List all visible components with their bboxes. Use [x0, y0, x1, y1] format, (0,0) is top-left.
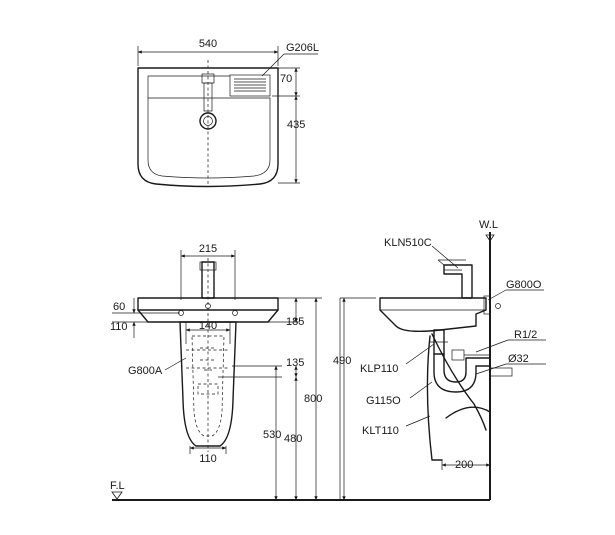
side-supply-valve: [451, 349, 465, 361]
leader-g800o: [487, 289, 507, 301]
leader-g800a: [164, 357, 187, 371]
dim-basin-depth-label: 490: [333, 355, 351, 367]
side-pedestal: [431, 333, 487, 431]
side-pedestal-back: [445, 406, 491, 419]
dim-tap-spacing-label: 215: [199, 243, 217, 255]
part-label-g206l: G206L: [286, 42, 319, 54]
leader-g206l: [261, 53, 285, 77]
tap-hole-center-icon: [205, 303, 211, 309]
top-view-bowl: [147, 97, 271, 179]
dim-800-label: 800: [304, 393, 322, 405]
dim-rim-height-label: 60: [113, 301, 125, 313]
part-label-klt110: KLT110: [362, 425, 399, 437]
leader-r12: [475, 339, 509, 353]
side-trap: [433, 353, 491, 393]
part-label-r12: R1/2: [514, 329, 537, 341]
leader-klp110: [405, 343, 435, 365]
dim-depth-label: 435: [287, 119, 305, 131]
wall-line-marker-icon: [485, 234, 495, 242]
floor: F.L: [110, 480, 490, 501]
wall-outlet-pipe: [489, 367, 513, 377]
side-view: W.L 490 200 KLN: [333, 219, 546, 501]
dim-185-label: 185: [286, 316, 304, 328]
dim-wall-offset-label: 200: [455, 459, 473, 471]
front-view: 215 60 110 140 110 G800A 185 135: [110, 243, 322, 501]
dim-mount-spacing-label: 140: [199, 320, 217, 332]
part-label-g115o: G115O: [366, 395, 401, 407]
dim-pedestal-width-label: 110: [199, 453, 217, 465]
top-view-outline: [137, 67, 279, 188]
part-label-o32: Ø32: [508, 353, 529, 365]
wall-bolt-icon: [495, 303, 501, 309]
part-label-g800a: G800A: [128, 365, 163, 377]
leader-kln510c: [431, 245, 459, 269]
front-pedestal: [179, 321, 237, 447]
dim-480-label: 480: [284, 433, 302, 445]
dim-overflow-label: 70: [280, 73, 292, 85]
dim-bowl-depth-label: 110: [110, 321, 128, 333]
dim-width-label: 540: [199, 38, 217, 50]
wall-line-label: W.L: [479, 219, 498, 231]
tap-hole-right-icon: [232, 310, 238, 316]
overflow-grille: [229, 74, 271, 97]
part-label-g800o: G800O: [506, 279, 542, 291]
wall-bracket: [483, 295, 491, 315]
leader-g115o: [409, 381, 433, 399]
front-pedestal-inner: [191, 335, 225, 437]
overflow-grille-slots: [234, 78, 266, 92]
part-label-kln510c: KLN510C: [384, 237, 432, 249]
leader-o32: [475, 363, 507, 375]
top-view: 540 70 435 G206L: [137, 38, 319, 188]
part-label-klp110: KLP110: [360, 363, 398, 375]
dim-135-label: 135: [286, 357, 304, 369]
front-hidden-trap: [197, 347, 219, 395]
floor-label: F.L: [110, 480, 125, 492]
side-basin: [379, 297, 487, 333]
dim-530-label: 530: [263, 429, 281, 441]
leader-klt110: [405, 415, 431, 427]
floor-marker-icon: [111, 491, 123, 500]
